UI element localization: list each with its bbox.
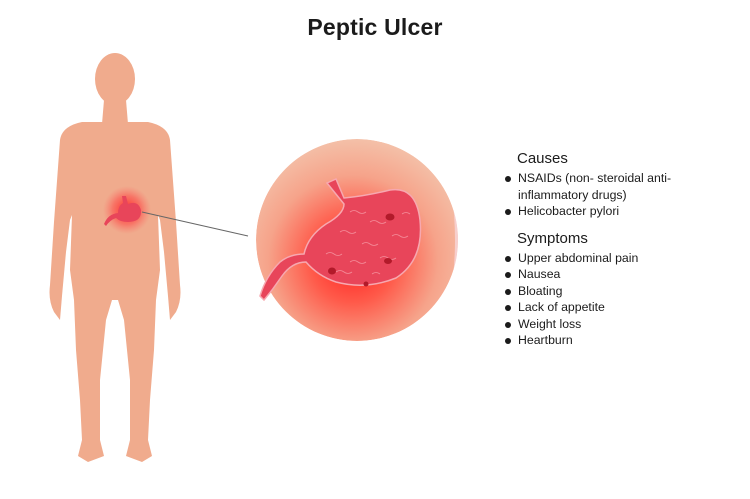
cause-item: Helicobacter pylori	[503, 203, 743, 220]
large-stomach-icon	[259, 178, 422, 302]
symptom-item: Weight loss	[503, 316, 743, 333]
symptom-item: Nausea	[503, 266, 743, 283]
small-stomach-icon	[104, 196, 142, 226]
legend: Causes NSAIDs (non- steroidal anti- infl…	[503, 150, 743, 357]
page-title: Peptic Ulcer	[307, 14, 443, 40]
causes-list: NSAIDs (non- steroidal anti- inflammator…	[503, 170, 743, 220]
symptoms-heading: Symptoms	[517, 229, 588, 247]
ulcer-spots	[328, 213, 395, 287]
cause-item-continued: inflammatory drugs)	[518, 187, 627, 202]
human-body-icon	[49, 53, 181, 462]
symptom-item: Heartburn	[503, 332, 743, 349]
cause-item: NSAIDs (non- steroidal anti-	[503, 170, 743, 187]
symptom-item: Lack of appetite	[503, 299, 743, 316]
pointer-line	[141, 211, 249, 237]
symptoms-list: Upper abdominal pain Nausea Bloating Lac…	[503, 250, 743, 349]
causes-heading: Causes	[517, 150, 568, 167]
symptom-item: Bloating	[503, 283, 743, 300]
symptom-item: Upper abdominal pain	[503, 250, 743, 267]
